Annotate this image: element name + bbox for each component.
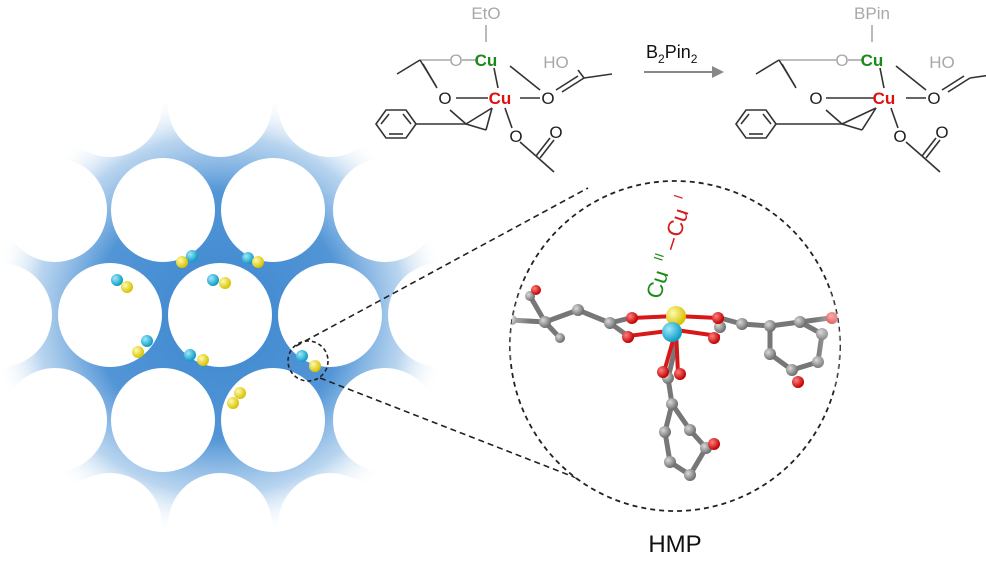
cu-ii-atom: [666, 306, 686, 326]
product-o-carbonyl: O: [935, 123, 948, 142]
pore: [0, 263, 52, 367]
reagent-label: B2Pin2: [646, 42, 698, 66]
label-cu-ii-sup: II: [651, 251, 668, 263]
pore: [278, 473, 382, 562]
pore: [278, 263, 382, 367]
cu-dimer: [242, 252, 264, 268]
zoom-line-bottom: [319, 377, 616, 494]
reactant-o-left-top: O: [449, 51, 462, 70]
cu-dimer: [176, 250, 198, 268]
cu-dimer: [111, 274, 133, 293]
pore: [58, 263, 162, 367]
pore: [278, 53, 382, 157]
reactant-o-right-mid: O: [541, 89, 554, 108]
cu-dimer: [132, 335, 153, 358]
pore: [221, 368, 325, 472]
reactant-structure: EtO Cu O O Cu O O HO O: [375, 4, 613, 173]
pore: [221, 158, 325, 262]
reactant-top-ligand: EtO: [471, 4, 500, 23]
pore: [168, 473, 272, 562]
pore: [168, 263, 272, 367]
product-ho: HO: [929, 53, 955, 72]
zoom-source-circle: [287, 340, 329, 382]
cu-i-atom: [662, 322, 682, 342]
cu-dimer-sites: [111, 250, 321, 409]
pore: [111, 368, 215, 472]
inset-zoom: Cu II – Cu I: [509, 180, 841, 512]
reactant-o-left-mid: O: [438, 89, 451, 108]
reactant-cu-ii: Cu: [475, 51, 498, 70]
pore: [58, 53, 162, 157]
zoom-lines: [295, 187, 616, 494]
pore: [111, 158, 215, 262]
product-o-bottom: O: [893, 127, 906, 146]
label-cu-i-sup: I: [671, 193, 686, 201]
product-o-right-mid: O: [927, 89, 940, 108]
product-structure: BPin Cu O O Cu O O HO O: [735, 4, 986, 173]
cu-dimer: [227, 387, 246, 409]
product-cu-i: Cu: [873, 89, 896, 108]
pore: [168, 53, 272, 157]
pore: [3, 158, 107, 262]
product-cu-ii: Cu: [861, 51, 884, 70]
reactant-ho: HO: [543, 53, 569, 72]
product-top-ligand: BPin: [854, 4, 890, 23]
cu-dimer: [184, 349, 209, 366]
pore: [58, 473, 162, 562]
reaction-arrow: B2Pin2: [644, 42, 724, 78]
pore: [333, 158, 437, 262]
reactant-o-bottom: O: [509, 127, 522, 146]
reactant-cu-i: Cu: [489, 89, 512, 108]
product-o-left-top: O: [835, 51, 848, 70]
cu-dimer-highlighted: [296, 350, 321, 372]
mof-framework: [0, 53, 492, 562]
zoom-line-top: [295, 187, 589, 347]
product-o-left-mid: O: [809, 89, 822, 108]
pore: [333, 368, 437, 472]
mof-pores: [0, 53, 492, 562]
reactant-o-carbonyl: O: [549, 123, 562, 142]
caption-hmp: HMP: [648, 531, 701, 558]
pore: [388, 263, 492, 367]
pore: [3, 368, 107, 472]
cu-dimer: [207, 274, 231, 289]
